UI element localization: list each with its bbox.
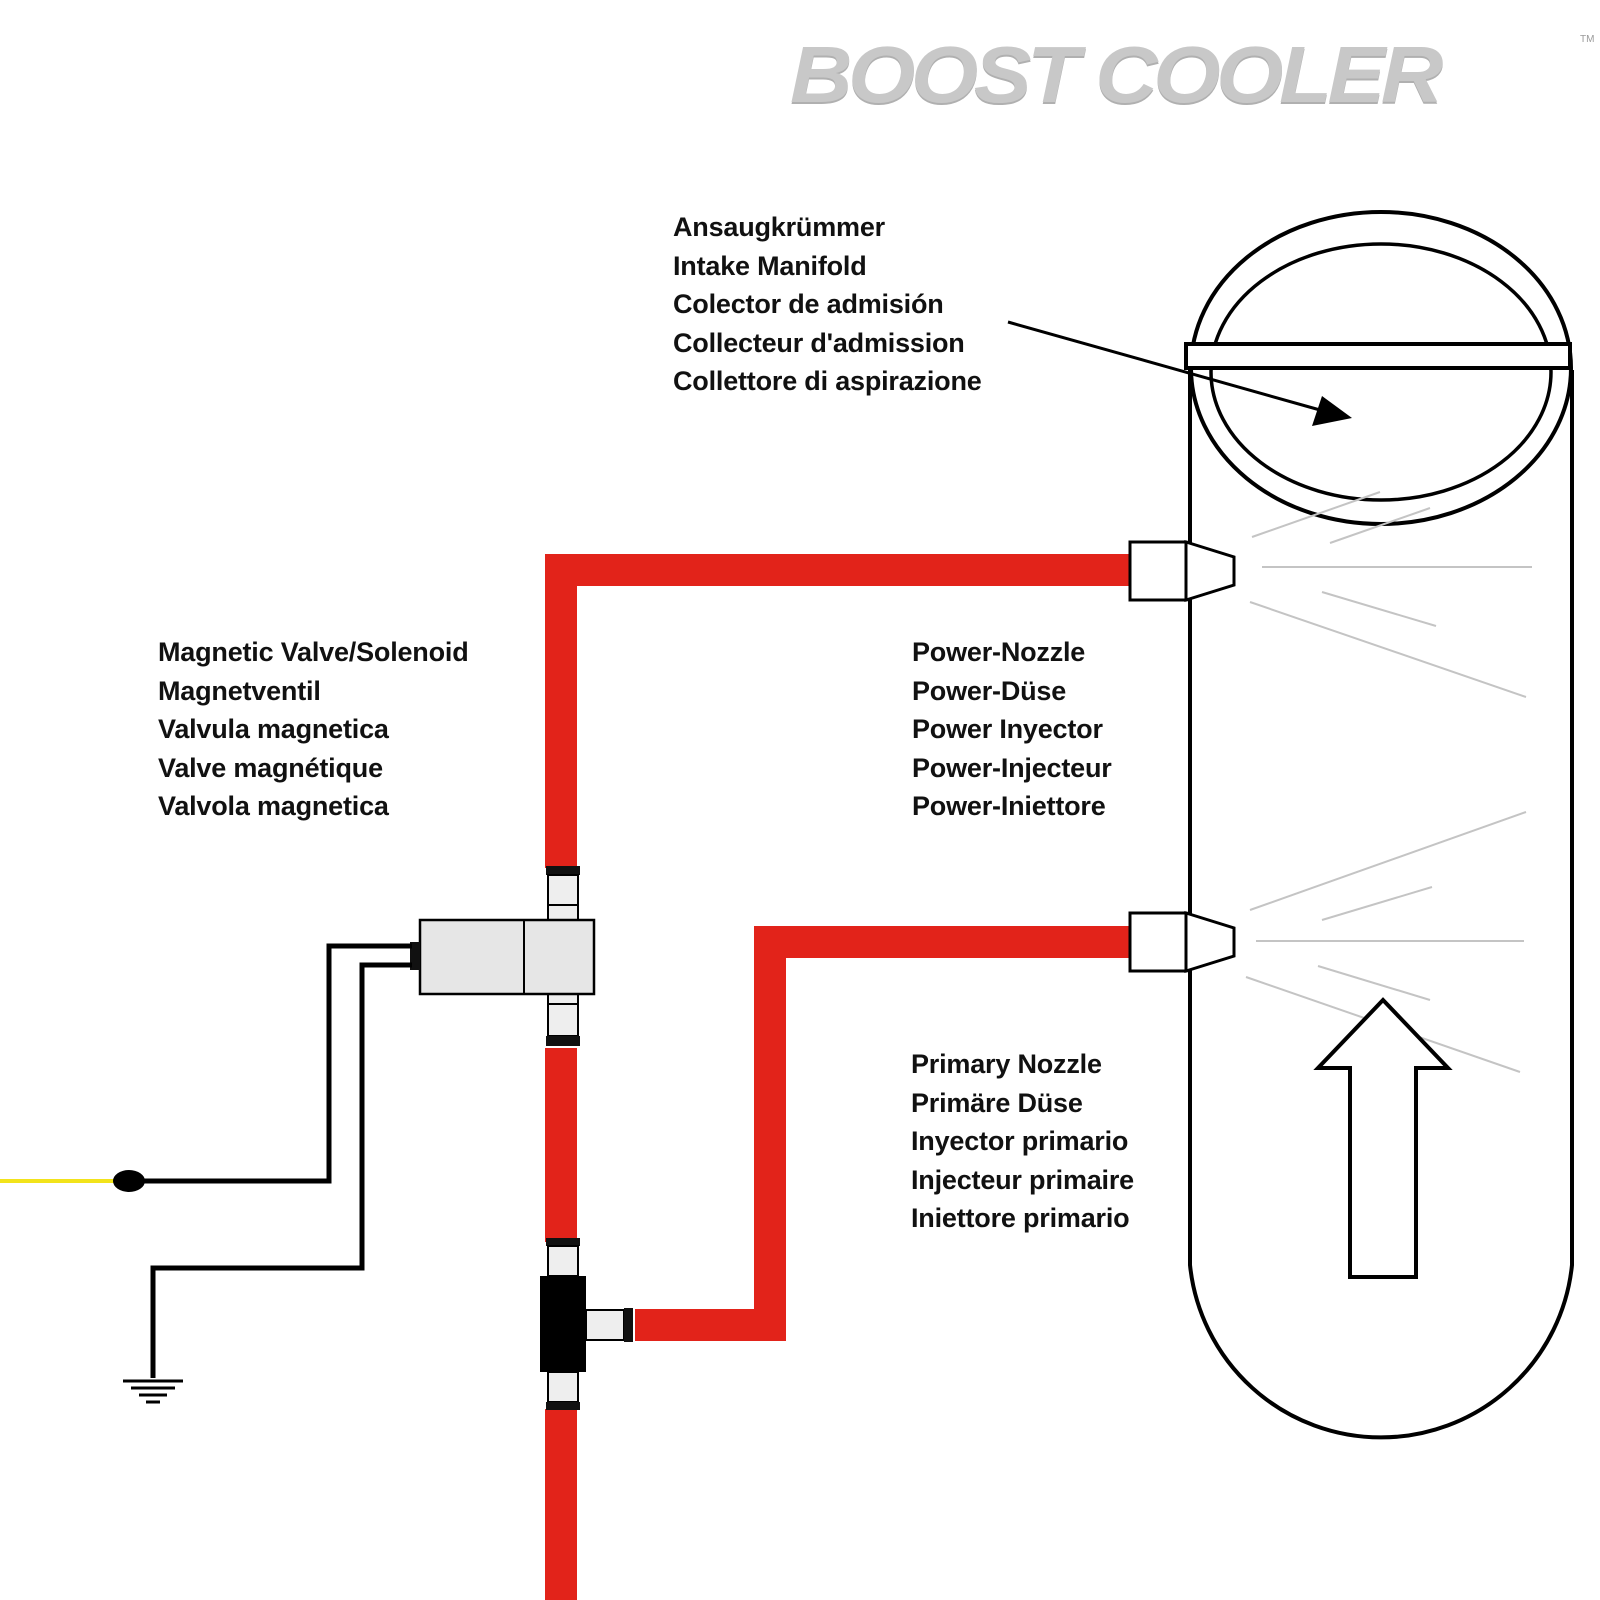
manifold-pointer-arrow xyxy=(1007,320,1352,426)
water-hoses xyxy=(545,554,1134,1600)
intake-manifold xyxy=(1184,210,1574,1440)
boost-cooler-logo: BOOST COOLER TM xyxy=(790,30,1595,119)
hose-to-primary-nozzle xyxy=(635,926,1134,1341)
power-nozzle-spray xyxy=(1249,491,1532,698)
electrical-wiring xyxy=(0,943,412,1404)
solenoid-body xyxy=(418,918,596,996)
power-nozzle-label: Power-Nozzle Power-Düse Power Inyector P… xyxy=(912,637,1112,821)
manifold-top-inner xyxy=(1209,242,1553,502)
solenoid-valve xyxy=(410,866,596,1046)
solenoid-ground-wire xyxy=(150,962,412,1378)
primary-nozzle-label: Primary Nozzle Primäre Düse Inyector pri… xyxy=(911,1049,1134,1233)
intake-manifold-label: Ansaugkrümmer Intake Manifold Colector d… xyxy=(673,212,982,396)
ground-icon xyxy=(123,1379,183,1404)
power-nozzle xyxy=(1128,539,1236,603)
solenoid-positive-wire xyxy=(143,943,412,1184)
manifold-tube xyxy=(1188,370,1574,1440)
hose-to-power-nozzle xyxy=(545,554,1134,868)
solenoid-label: Magnetic Valve/Solenoid Magnetventil Val… xyxy=(158,637,469,821)
wire-splice-icon xyxy=(113,1170,145,1192)
trademark-mark: TM xyxy=(1580,34,1595,45)
airflow-arrow-icon xyxy=(1313,997,1453,1279)
tee-fitting xyxy=(540,1238,633,1410)
manifold-band xyxy=(1184,342,1572,370)
solenoid-connector xyxy=(410,942,420,970)
primary-nozzle xyxy=(1128,910,1236,974)
